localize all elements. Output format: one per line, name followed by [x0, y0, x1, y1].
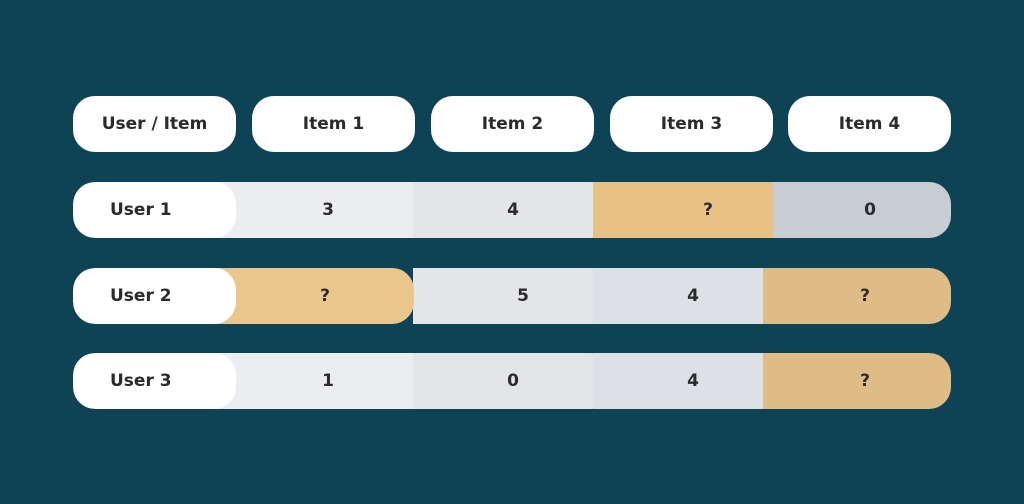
matrix-row-user-2: 5 ? 4 ? User 2	[73, 268, 951, 324]
header-item-2: Item 2	[431, 96, 594, 152]
cell-user3-item4: ?	[763, 353, 951, 409]
user-label-1: User 1	[73, 182, 236, 238]
cell-user2-item3: 4	[593, 268, 793, 324]
matrix-row-user-1: 3 4 ? 0 User 1	[73, 182, 951, 238]
cell-user2-item4: ?	[763, 268, 951, 324]
user-label-3: User 3	[73, 353, 236, 409]
header-item-3: Item 3	[610, 96, 773, 152]
header-corner-label: User / Item	[73, 96, 236, 152]
cell-user1-item4: 0	[773, 182, 951, 238]
cell-user1-item1: 3	[213, 182, 423, 238]
cell-user3-item2: 0	[413, 353, 613, 409]
header-row: User / Item Item 1 Item 2 Item 3 Item 4	[73, 96, 951, 152]
cell-user3-item3: 4	[593, 353, 793, 409]
matrix-row-user-3: 1 0 4 ? User 3	[73, 353, 951, 409]
cell-user2-item2: 5	[413, 268, 613, 324]
user-label-2: User 2	[73, 268, 236, 324]
cell-user1-item2: 4	[413, 182, 613, 238]
header-item-4: Item 4	[788, 96, 951, 152]
cell-user1-item3: ?	[593, 182, 803, 238]
cell-user2-item1: ?	[213, 268, 414, 324]
cell-user3-item1: 1	[213, 353, 423, 409]
header-item-1: Item 1	[252, 96, 415, 152]
